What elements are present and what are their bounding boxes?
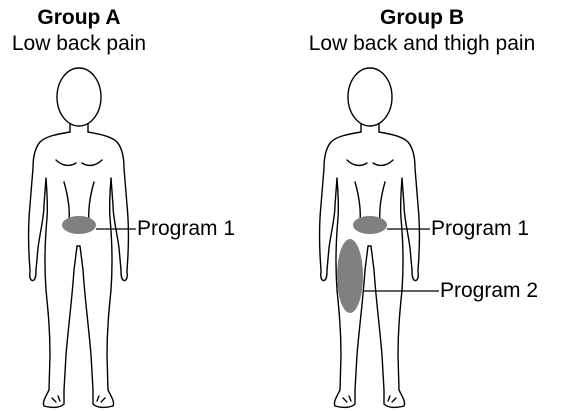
program-2-label-b: Program 2 xyxy=(440,279,538,303)
body-figure-a xyxy=(0,0,285,411)
pain-zone-low-back-b xyxy=(353,216,387,234)
program-1-label-b: Program 1 xyxy=(431,217,529,241)
program-1-label-a: Program 1 xyxy=(137,217,235,241)
group-b-panel: Group B Low back and thigh pain Progra xyxy=(286,0,571,411)
pain-zone-low-back-a xyxy=(62,216,96,234)
group-a-panel: Group A Low back pain Program 1 xyxy=(0,0,285,411)
body-figure-b xyxy=(286,0,571,411)
pain-zone-thigh-b xyxy=(337,239,363,313)
